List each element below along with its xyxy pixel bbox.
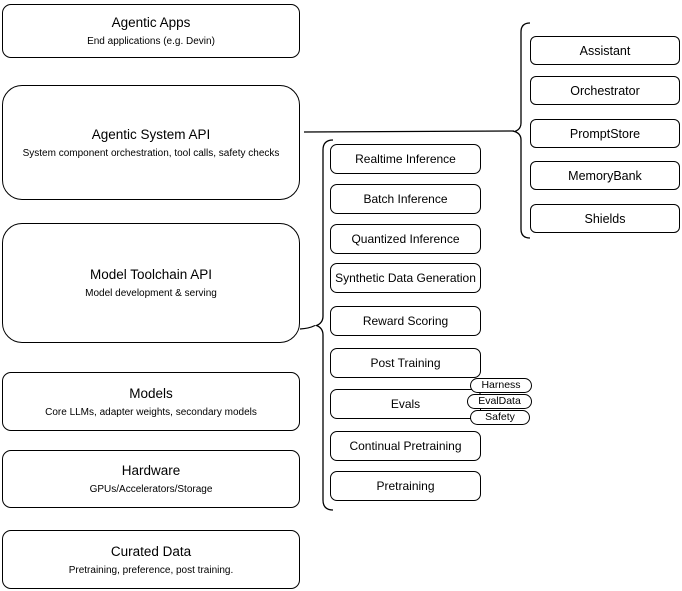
node-subtitle: Model development & serving: [85, 288, 217, 299]
node-subtitle: GPUs/Accelerators/Storage: [89, 484, 213, 495]
tag-evaldata: EvalData: [467, 394, 532, 409]
node-title: Agentic System API: [91, 126, 211, 142]
node-subtitle: Core LLMs, adapter weights, secondary mo…: [45, 406, 257, 418]
node-model-toolchain-api: Model Toolchain API Model development & …: [2, 223, 300, 343]
connector-system-api-to-components: [303, 130, 515, 133]
node-assistant: Assistant: [530, 36, 680, 65]
system-group-bracket: [512, 22, 531, 239]
node-synthetic-data-generation: Synthetic Data Generation: [330, 263, 481, 293]
node-batch-inference: Batch Inference: [330, 184, 481, 214]
node-pretraining: Pretraining: [330, 471, 481, 501]
node-subtitle: Pretraining, preference, post training.: [68, 564, 234, 576]
toolchain-group-bracket: [314, 139, 334, 511]
node-title: Curated Data: [110, 543, 192, 559]
node-memorybank: MemoryBank: [530, 161, 680, 190]
node-shields: Shields: [530, 204, 680, 233]
node-title: Agentic Apps: [111, 15, 191, 30]
node-models: Models Core LLMs, adapter weights, secon…: [2, 372, 300, 431]
node-reward-scoring: Reward Scoring: [330, 306, 481, 336]
node-orchestrator: Orchestrator: [530, 76, 680, 105]
node-continual-pretraining: Continual Pretraining: [330, 431, 481, 461]
node-title: Hardware: [121, 463, 181, 478]
node-post-training: Post Training: [330, 348, 481, 378]
node-subtitle: End applications (e.g. Devin): [87, 36, 215, 47]
node-title: Models: [129, 385, 173, 401]
node-agentic-system-api: Agentic System API System component orch…: [2, 85, 300, 200]
tag-safety: Safety: [470, 410, 530, 425]
node-quantized-inference: Quantized Inference: [330, 224, 481, 254]
tag-harness: Harness: [470, 378, 532, 393]
node-evals: Evals: [330, 389, 481, 419]
connector-toolchain-api-to-components: [299, 324, 316, 330]
node-hardware: Hardware GPUs/Accelerators/Storage: [2, 450, 300, 508]
node-title: Model Toolchain API: [89, 267, 213, 282]
node-realtime-inference: Realtime Inference: [330, 144, 481, 174]
node-promptstore: PromptStore: [530, 119, 680, 148]
node-agentic-apps: Agentic Apps End applications (e.g. Devi…: [2, 4, 300, 58]
node-curated-data: Curated Data Pretraining, preference, po…: [2, 530, 300, 589]
node-subtitle: System component orchestration, tool cal…: [22, 147, 280, 159]
